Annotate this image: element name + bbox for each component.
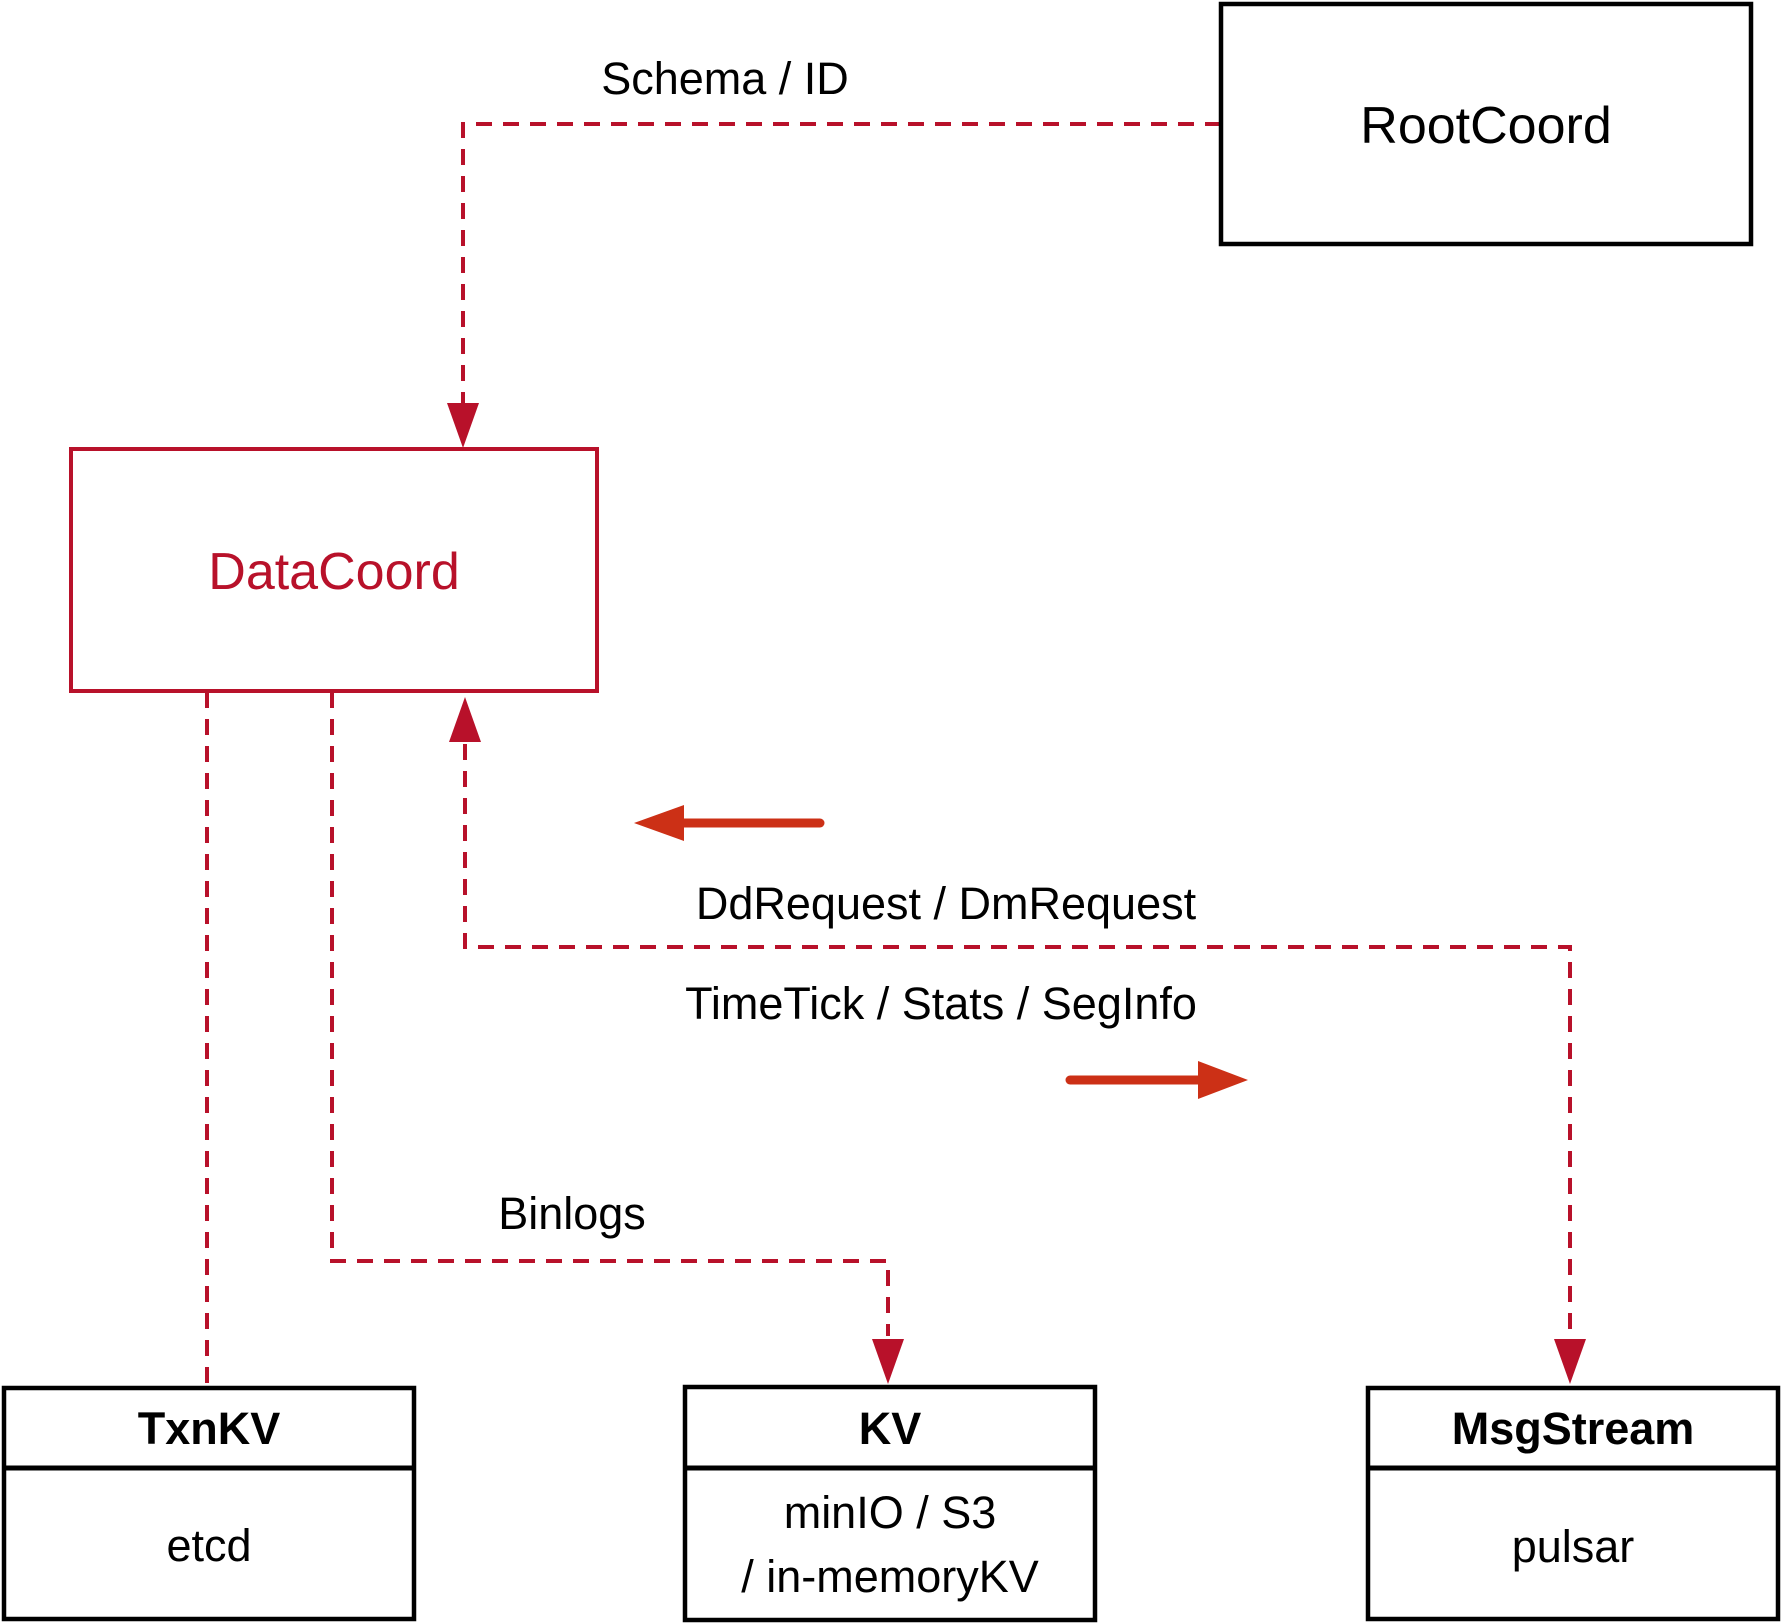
arrowhead-up-into-datacoord-bottom-icon — [449, 697, 481, 742]
right-direction-arrow-icon — [1065, 1061, 1248, 1099]
node-kv: KV minIO / S3 / in-memoryKV — [682, 1384, 1098, 1623]
msgstream-box — [1365, 1385, 1781, 1622]
arrowhead-down-into-datacoord-top-icon — [447, 403, 479, 448]
edge-label-schema-id: Schema / ID — [601, 53, 849, 104]
edge-requests-msgstream-to-datacoord — [463, 744, 1572, 1336]
edge-binlogs-datacoord-to-kv — [330, 692, 890, 1336]
node-msgstream: MsgStream pulsar — [1365, 1385, 1781, 1622]
edge-schema-id-rootcoord-to-datacoord — [461, 122, 1221, 436]
txnkv-box — [1, 1385, 417, 1622]
kv-title: KV — [859, 1403, 922, 1454]
datacoord-box — [69, 447, 599, 693]
edge-label-ddrequest-dmrequest: DdRequest / DmRequest — [696, 878, 1197, 929]
msgstream-title: MsgStream — [1452, 1403, 1695, 1454]
edge-label-binlogs: Binlogs — [498, 1188, 646, 1239]
node-rootcoord: RootCoord — [1218, 1, 1754, 247]
node-datacoord: DataCoord — [69, 447, 599, 693]
kv-body-line1: minIO / S3 — [784, 1487, 997, 1538]
kv-box — [682, 1384, 1098, 1623]
msgstream-body: pulsar — [1512, 1521, 1635, 1572]
arrowhead-down-into-kv-top-icon — [872, 1339, 904, 1384]
datacoord-label: DataCoord — [208, 543, 459, 601]
left-direction-arrow-icon — [634, 805, 825, 841]
rootcoord-label: RootCoord — [1360, 97, 1611, 155]
rootcoord-box — [1218, 1, 1754, 247]
left-arrow-head — [634, 805, 684, 841]
arrowhead-down-into-msgstream-top-icon — [1554, 1339, 1586, 1384]
edge-label-timetick-stats-seginfo: TimeTick / Stats / SegInfo — [685, 978, 1197, 1029]
txnkv-body: etcd — [166, 1520, 251, 1571]
right-arrow-head — [1198, 1061, 1248, 1099]
node-txnkv: TxnKV etcd — [1, 1385, 417, 1622]
kv-body-line2: / in-memoryKV — [741, 1551, 1039, 1602]
txnkv-title: TxnKV — [138, 1403, 281, 1454]
